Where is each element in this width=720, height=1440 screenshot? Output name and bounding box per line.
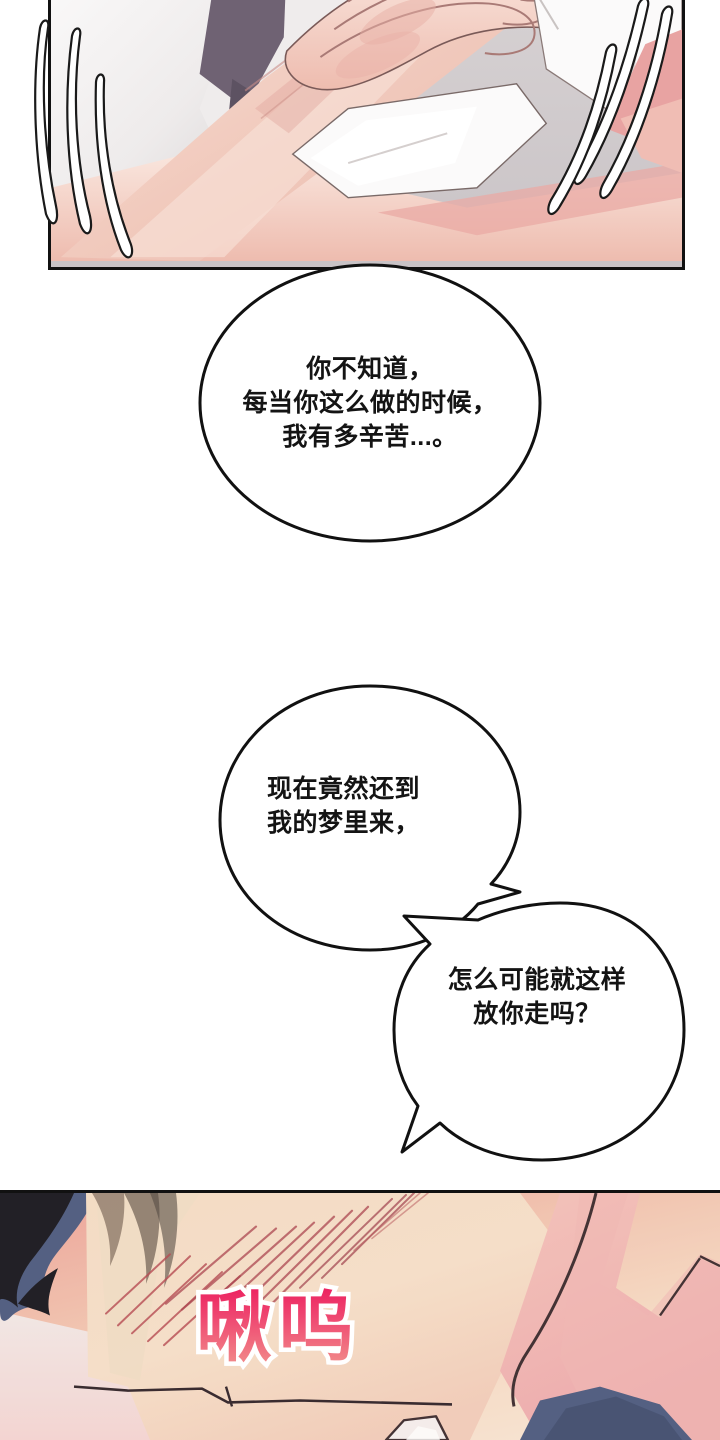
- speech-bubble-1-shape: [198, 263, 542, 543]
- panel-top-artwork: [51, 0, 682, 267]
- speech-bubble-2-shape: [218, 684, 522, 952]
- panel-top-hand-on-arm: [48, 0, 685, 270]
- speech-bubble-1: 你不知道， 每当你这么做的时候， 我有多辛苦...。: [196, 262, 544, 544]
- panel-bottom-artwork: [0, 1193, 720, 1440]
- speech-bubble-3: 怎么可能就这样 放你走吗？: [360, 898, 690, 1178]
- panel-bottom-blushing-cheek: [0, 1190, 720, 1440]
- speech-bubble-3-shape: [392, 901, 686, 1162]
